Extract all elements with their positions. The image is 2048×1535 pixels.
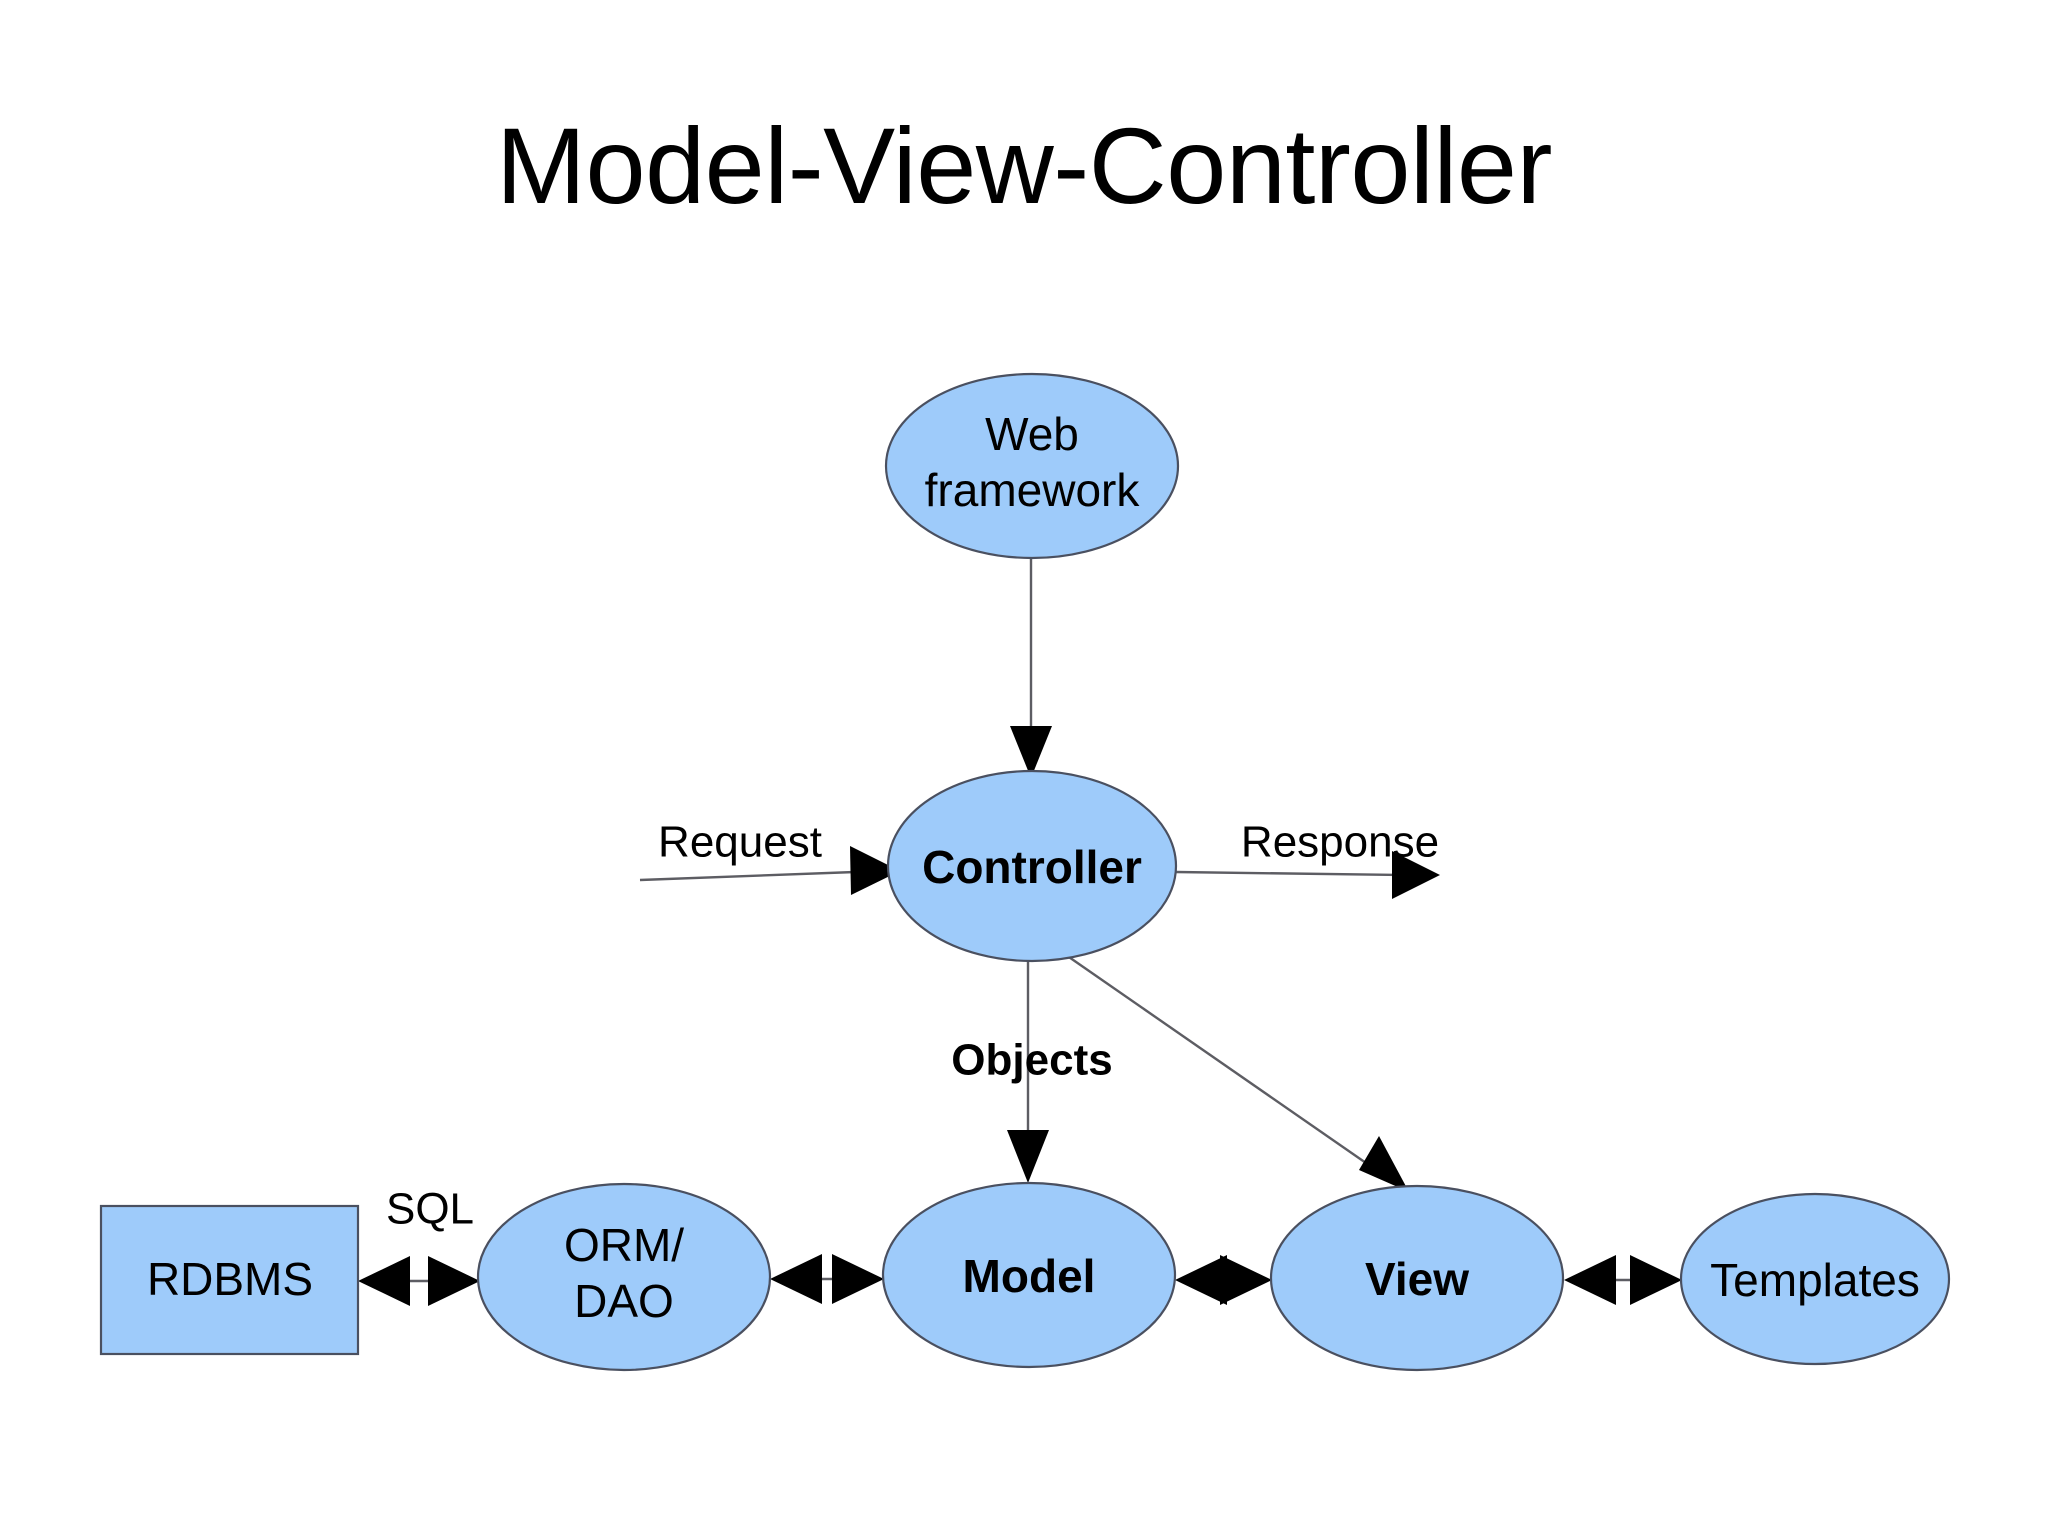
rdbms-rectangle[interactable] [99,1204,360,1356]
templates-label: Templates [1710,1254,1920,1306]
edge-controller-to-view [1065,954,1409,1192]
templates-ellipse[interactable] [1679,1192,1951,1366]
edge-label-objects: Objects [951,1036,1112,1085]
node-controller[interactable]: Controller [886,769,1178,963]
edge-view-to-templates [1564,1255,1682,1305]
edge-rdbms-to-orm-dao: SQL [358,1185,480,1306]
edge-request-to-controller: Request [639,818,900,895]
page-title: Model-View-Controller [496,105,1552,226]
node-model[interactable]: Model [881,1181,1177,1369]
web-framework-label-line1: Web [985,408,1079,460]
node-templates[interactable]: Templates [1679,1192,1951,1366]
edge-label-request: Request [658,818,822,867]
orm-dao-ellipse[interactable] [476,1182,772,1372]
orm-dao-label-line2: DAO [574,1275,674,1327]
edge-controller-to-response: Response [1175,818,1440,899]
rdbms-label: RDBMS [147,1253,313,1305]
node-view[interactable]: View [1269,1184,1565,1372]
view-label: View [1365,1253,1469,1305]
node-web-framework[interactable]: Web framework [884,372,1180,560]
node-rdbms[interactable]: RDBMS [99,1204,360,1356]
orm-dao-label-line1: ORM/ [564,1219,684,1271]
edge-controller-to-model: Objects [951,960,1113,1183]
edge-model-to-view [1175,1255,1272,1305]
edge-label-sql: SQL [386,1185,474,1234]
model-ellipse[interactable] [881,1181,1177,1369]
controller-label: Controller [922,841,1142,893]
controller-ellipse[interactable] [886,769,1178,963]
edge-orm-dao-to-model [770,1254,884,1304]
edge-label-response: Response [1241,818,1439,867]
edge-web-framework-to-controller [1010,558,1052,778]
model-label: Model [963,1250,1096,1302]
view-ellipse[interactable] [1269,1184,1565,1372]
web-framework-label-line2: framework [925,464,1141,516]
web-framework-ellipse[interactable] [884,372,1180,560]
node-orm-dao[interactable]: ORM/ DAO [476,1182,772,1372]
